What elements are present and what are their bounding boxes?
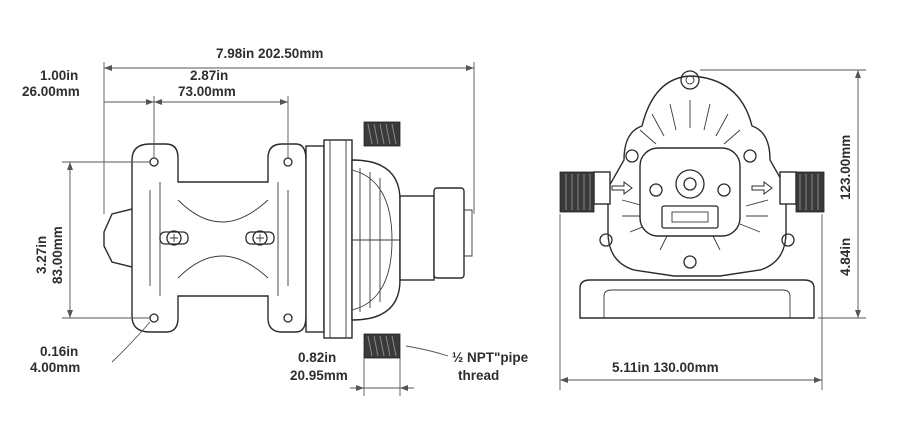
offset-in-label: 1.00in: [40, 68, 78, 83]
pump-flange-1: [305, 145, 325, 333]
screw-lower-left: [599, 233, 613, 247]
pipe-thread-label-1: ½ NPT"pipe: [452, 350, 529, 365]
length-ext-lines: [103, 62, 475, 214]
base-inner: [603, 289, 791, 318]
overall-height-mm-label: 123.00mm: [838, 135, 853, 200]
head-ribs-bottom: [621, 199, 769, 251]
plate-curve-bottom: [177, 255, 269, 279]
front-view-dimensions: [559, 69, 866, 390]
port-mm-label: 20.95mm: [290, 368, 348, 383]
hole-spacing-in-label: 2.87in: [190, 68, 228, 83]
motor-end-cap: [103, 207, 137, 269]
switch-dial: [675, 169, 705, 199]
screw-upper-left: [625, 149, 639, 163]
grommet-right: [245, 230, 275, 246]
outlet-body: [399, 195, 435, 281]
flange-lines: [329, 140, 347, 338]
overall-height-in-label: 4.84in: [838, 238, 853, 276]
mounting-plate: [131, 143, 307, 333]
outlet-cap: [433, 187, 465, 279]
hole-dia-in-label: 0.16in: [40, 344, 78, 359]
offset-mm-label: 26.00mm: [22, 84, 80, 99]
pressure-switch: [639, 147, 741, 237]
hole-dia-mm-label: 4.00mm: [30, 360, 80, 375]
fv-width-ext-lines: [559, 214, 823, 390]
hole-spacing-mm-label: 73.00mm: [178, 84, 236, 99]
plate-curve-top: [177, 199, 269, 223]
plate-rib-right: [277, 182, 289, 296]
mount-height-in-label: 3.27in: [34, 236, 49, 274]
switch-label-plate: [661, 205, 719, 229]
top-nut: [680, 70, 700, 90]
inlet-collar: [593, 171, 611, 205]
inlet-arrow-icon: [611, 181, 633, 195]
outlet-port: [751, 171, 825, 213]
head-ribs-top: [639, 100, 741, 145]
overall-length-label: 7.98in 202.50mm: [216, 46, 323, 61]
port-in-label: 0.82in: [298, 350, 336, 365]
mount-hole-bottom-right: [283, 313, 293, 323]
outlet-arrow-icon: [751, 181, 773, 195]
top-threaded-port: [363, 121, 401, 147]
pump-flange-2: [323, 139, 353, 339]
side-view: [103, 121, 473, 359]
screw-bottom: [683, 255, 697, 269]
pump-base: [579, 279, 815, 319]
screw-upper-right: [743, 149, 757, 163]
screw-lower-right: [781, 233, 795, 247]
outlet-knob: [464, 209, 473, 257]
overall-width-label: 5.11in 130.00mm: [612, 360, 719, 375]
hole-leader: [111, 321, 151, 363]
bottom-threaded-port: [363, 333, 401, 359]
front-view: [559, 70, 825, 319]
grommet-left: [159, 230, 189, 246]
thread-leader: [405, 345, 449, 357]
outlet-collar: [779, 171, 797, 205]
height-ext-lines: [62, 161, 150, 319]
port-ext-lines: [363, 358, 401, 396]
hole-ext-lines: [153, 96, 289, 158]
mount-height-mm-label: 83.00mm: [50, 226, 65, 284]
switch-screw-right: [717, 183, 731, 197]
side-view-dimensions: [62, 62, 475, 396]
inlet-port: [559, 171, 633, 213]
pipe-thread-label-2: thread: [458, 368, 499, 383]
switch-screw-left: [649, 183, 663, 197]
